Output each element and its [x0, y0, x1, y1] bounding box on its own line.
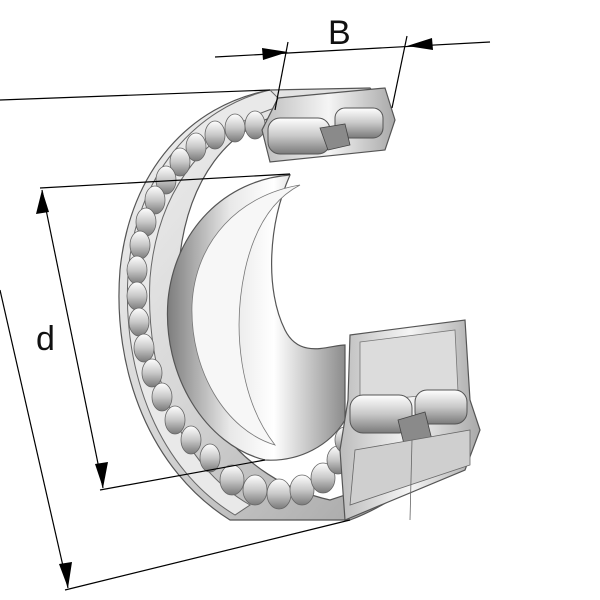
- d-extension-top: [39, 173, 291, 189]
- b-extension-right: [391, 35, 408, 109]
- bore-opening: [191, 184, 301, 446]
- width-label-b: B: [328, 14, 351, 52]
- b-arrow-right: [407, 38, 433, 50]
- d-arrow-top: [36, 190, 49, 214]
- dimension-arrowheads: [36, 38, 433, 588]
- d-dimension-line: [41, 189, 104, 489]
- outer-extension-top: [0, 89, 271, 101]
- top-section-cutaway: [261, 87, 396, 163]
- outer-extension-bottom: [64, 519, 351, 591]
- lower-section-cutaway: [339, 319, 481, 521]
- b-dimension-line: [214, 41, 491, 58]
- dimension-lines: [0, 35, 491, 591]
- outer-arrow-bottom: [59, 562, 72, 588]
- bore-label-d: d: [36, 320, 55, 358]
- b-arrow-left: [262, 48, 288, 60]
- outer-dimension-line: [0, 289, 69, 589]
- d-extension-bottom: [99, 459, 266, 491]
- d-arrow-bottom: [95, 462, 108, 488]
- roller-row-left: [126, 110, 266, 473]
